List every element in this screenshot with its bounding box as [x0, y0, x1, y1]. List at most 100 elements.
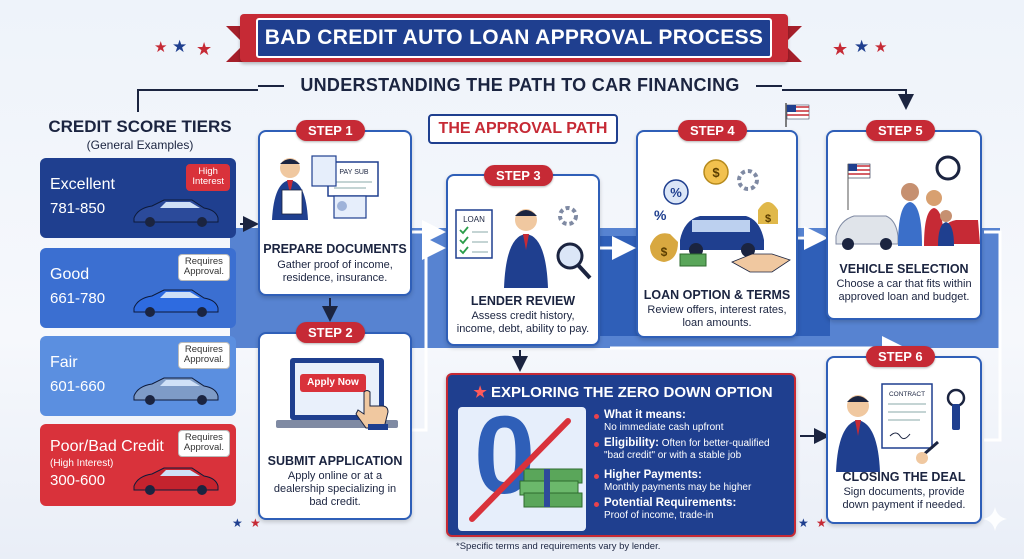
star-icon: ★	[196, 39, 213, 59]
tier-badge: Requires Approval.	[177, 430, 230, 457]
tier-badge: High Interest	[186, 164, 230, 191]
zero-down-item: Eligibility: Often for better-qualified"…	[604, 437, 770, 462]
approval-path-label: THE APPROVAL PATH	[438, 120, 608, 137]
step-2-title: SUBMIT APPLICATION	[267, 454, 403, 468]
step-5-label: STEP 5	[866, 120, 935, 141]
star-icon: ★	[798, 516, 809, 530]
step-6-label: STEP 6	[866, 346, 935, 367]
zero-item-text: Monthly payments may be higher	[604, 482, 752, 494]
tier-card: Excellent 781-850 High Interest	[40, 158, 236, 238]
divider	[258, 85, 284, 87]
star-icon: ★	[154, 39, 168, 56]
tiers-subtitle: (General Examples)	[86, 138, 194, 152]
zero-down-item: What it means:No immediate cash upfront	[604, 409, 724, 434]
star-icon: ★	[832, 39, 849, 59]
page-title: BAD CREDIT AUTO LOAN APPROVAL PROCESS	[264, 26, 764, 49]
car-icon	[133, 289, 219, 317]
step-1-title: PREPARE DOCUMENTS	[263, 242, 407, 256]
page-subtitle: UNDERSTANDING THE PATH TO CAR FINANCING	[300, 75, 740, 95]
zero-down-title-text: EXPLORING THE ZERO DOWN OPTION	[490, 384, 773, 401]
step-2-card: Apply Now SUBMIT APPLICATION Apply onlin…	[258, 332, 412, 520]
step-3-label: STEP 3	[484, 165, 553, 186]
zero-item-text: "bad credit" or with a stable job	[604, 450, 742, 462]
step-1-desc: Gather proof of income, residence, insur…	[277, 259, 393, 285]
closing-illustration: CONTRACT	[836, 383, 966, 472]
step-6-card: CONTRACT CLOSING THE DEAL Sign documents…	[826, 356, 982, 524]
tier-name: Excellent	[50, 176, 115, 193]
step-2-label: STEP 2	[296, 322, 365, 343]
tiers-title: CREDIT SCORE TIERS	[48, 117, 232, 136]
title-plate: BAD CREDIT AUTO LOAN APPROVAL PROCESS	[256, 18, 772, 58]
bullet-icon	[594, 442, 599, 447]
svg-text:$: $	[712, 165, 720, 180]
step-4-card: % $ % $ $ LOAN OPTION & TERMS Review off…	[636, 130, 798, 338]
tier-range: 661-780	[50, 290, 106, 307]
zero-item-heading: Eligibility:	[604, 437, 659, 449]
tier-name: Fair	[50, 354, 78, 371]
zero-down-title: ★ EXPLORING THE ZERO DOWN OPTION	[458, 383, 788, 401]
bullet-icon	[594, 474, 599, 479]
footnote: *Specific terms and requirements vary by…	[456, 541, 661, 552]
bullet-icon	[594, 414, 599, 419]
ribbon-tail-left	[226, 26, 244, 62]
approval-path-banner: THE APPROVAL PATH	[428, 114, 618, 144]
star-icon: ★	[232, 516, 243, 530]
tier-note: (High Interest)	[50, 458, 114, 469]
step-5-title: VEHICLE SELECTION	[839, 262, 969, 276]
sparkle-icon	[983, 507, 1007, 531]
lender-illustration: LOAN	[455, 206, 592, 288]
step-4-label: STEP 4	[678, 120, 747, 141]
step-5-desc: Choose a car that fits within approved l…	[836, 278, 972, 304]
zero-item-text: Proof of income, trade-in	[604, 510, 714, 522]
tier-range: 601-660	[50, 378, 106, 395]
step-6-desc: Sign documents, provide down payment if …	[842, 486, 966, 512]
step-3-title: LENDER REVIEW	[470, 294, 576, 308]
documents-illustration: PAY SUB	[272, 155, 379, 220]
star-icon: ★	[816, 516, 827, 530]
step-5-card: VEHICLE SELECTION Choose a car that fits…	[826, 130, 982, 320]
step-3-card: LOAN LENDER REVIEW Assess credit history…	[446, 174, 600, 346]
loan-options-illustration: % $ % $ $	[650, 159, 791, 273]
tier-name: Poor/Bad Credit	[50, 438, 164, 455]
hand-pointer-icon	[355, 390, 389, 430]
tier-name: Good	[50, 266, 90, 283]
step-6-title: CLOSING THE DEAL	[842, 470, 966, 484]
star-icon: ★	[473, 384, 487, 401]
car-icon	[133, 377, 219, 405]
zero-item-heading: Higher Payments:	[604, 469, 702, 481]
tier-range: 300-600	[50, 472, 106, 489]
bullet-icon	[594, 502, 599, 507]
contract-doc-label: CONTRACT	[889, 391, 925, 398]
svg-text:$: $	[765, 213, 771, 225]
family-car-illustration	[835, 155, 980, 250]
zero-down-panel: ★ EXPLORING THE ZERO DOWN OPTION 0 What …	[446, 373, 796, 537]
step-2-desc: Apply online or at a dealership speciali…	[273, 470, 397, 509]
star-icon: ★	[172, 37, 188, 56]
zero-item-text: No immediate cash upfront	[604, 422, 724, 434]
car-icon	[133, 199, 219, 227]
step-3-desc: Assess credit history, income, debt, abi…	[456, 310, 590, 336]
car-icon	[133, 467, 219, 495]
step-1-card: PAY SUB PREPARE DOCUMENTS Gather proof o…	[258, 130, 412, 296]
apply-now-button[interactable]: Apply Now	[300, 374, 366, 392]
zero-item-inline: Often for better-qualified	[661, 438, 770, 449]
svg-text:%: %	[670, 185, 682, 200]
loan-doc-label: LOAN	[463, 215, 485, 224]
zero-item-heading: What it means:	[604, 409, 686, 421]
svg-text:$: $	[661, 245, 668, 259]
pay-stub-label: PAY SUB	[339, 169, 369, 176]
svg-text:%: %	[654, 207, 667, 223]
tier-card: Fair 601-660 Requires Approval.	[40, 336, 236, 416]
zero-down-item: Higher Payments:Monthly payments may be …	[604, 469, 751, 494]
step-4-title: LOAN OPTION & TERMS	[643, 288, 791, 302]
star-icon: ★	[874, 39, 888, 56]
step-1-label: STEP 1	[296, 120, 365, 141]
star-icon: ★	[854, 37, 870, 56]
step-4-desc: Review offers, interest rates, loan amou…	[647, 304, 787, 330]
zero-cash-illustration	[469, 418, 583, 522]
tier-badge: Requires Approval.	[177, 342, 230, 369]
tier-range: 781-850	[50, 200, 106, 217]
tier-card: Poor/Bad Credit (High Interest) 300-600 Req…	[40, 424, 236, 506]
